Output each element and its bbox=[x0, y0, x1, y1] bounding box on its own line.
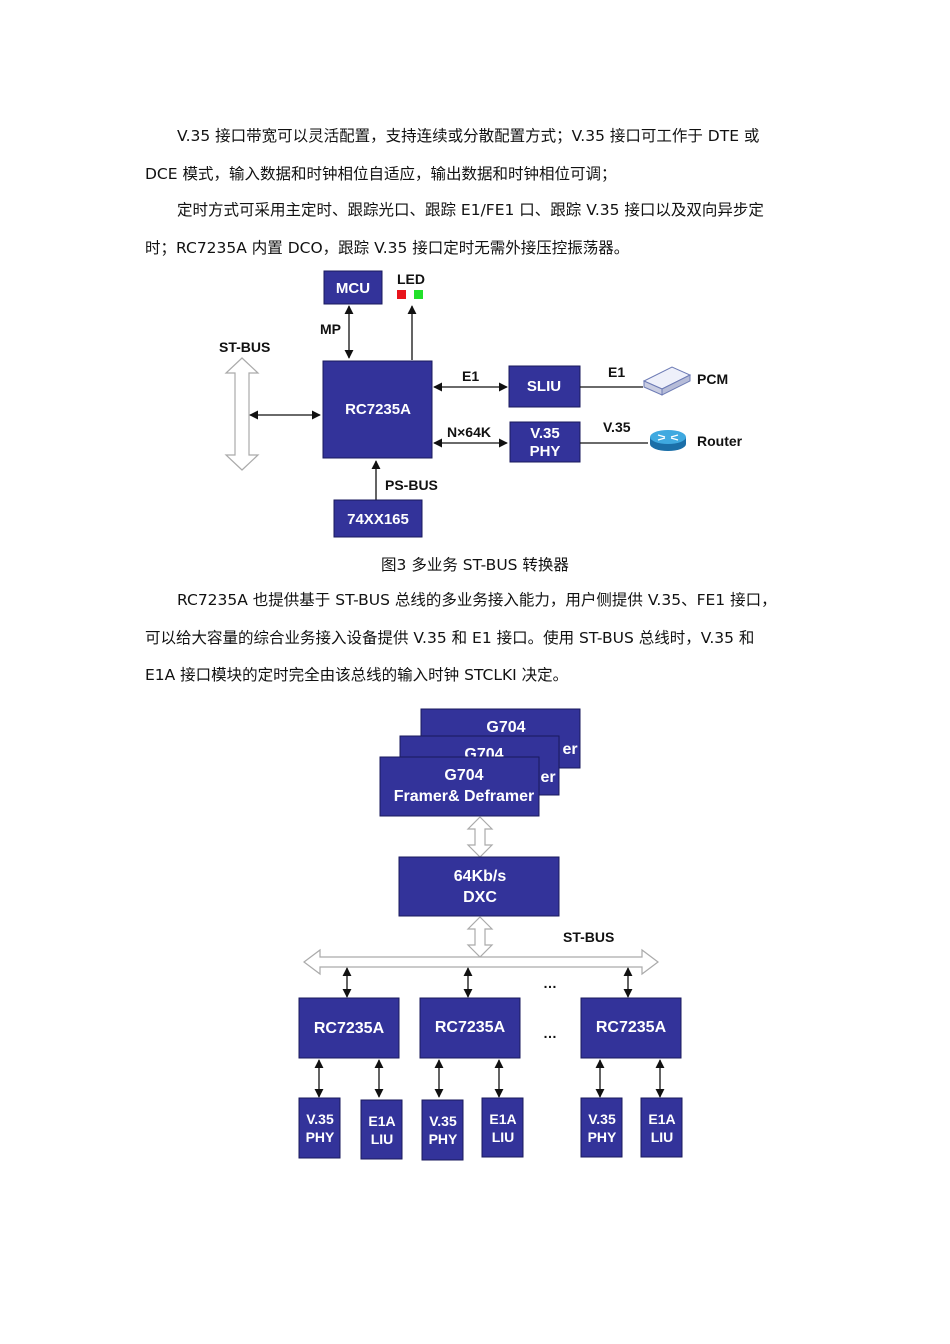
mcu-block bbox=[323, 270, 383, 305]
stbus-bus-label: ST-BUS bbox=[563, 929, 614, 945]
led-label: LED bbox=[397, 271, 425, 287]
paragraph-line: 定时方式可采用主定时、跟踪光口、跟踪 E1/FE1 口、跟踪 V.35 接口以及… bbox=[177, 201, 764, 219]
74xx165-label: 74XX165 bbox=[347, 511, 409, 528]
router-label: Router bbox=[697, 433, 743, 449]
figure-4-diagram: G704 er G704 er G704 Framer& Deframer 64… bbox=[298, 708, 683, 1161]
unit-2-v35-phy-block bbox=[421, 1099, 464, 1161]
unit-3-liu-label-2: LIU bbox=[651, 1129, 674, 1145]
core-label: RC7235A bbox=[345, 401, 411, 418]
psbus-label: PS-BUS bbox=[385, 477, 438, 493]
paragraph-line: 时；RC7235A 内置 DCO，跟踪 V.35 接口定时无需外接压控振荡器。 bbox=[145, 238, 630, 257]
unit-1-chip-block bbox=[298, 997, 400, 1059]
unit-3-phy-label-2: PHY bbox=[588, 1129, 617, 1145]
unit-2-phy-label-2: PHY bbox=[429, 1131, 458, 1147]
unit-1-phy-label-2: PHY bbox=[306, 1129, 335, 1145]
led-green-icon bbox=[414, 290, 423, 299]
g704-back-tail: er bbox=[562, 741, 577, 758]
pcm-label: PCM bbox=[697, 371, 728, 387]
g704-front-label-2: Framer& Deframer bbox=[394, 788, 535, 805]
e1-out-label: E1 bbox=[608, 364, 625, 380]
dxc-label-1: 64Kb/s bbox=[454, 868, 507, 885]
unit-1-e1a-liu-block bbox=[360, 1099, 403, 1160]
g704-dxc-hollow-arrow bbox=[466, 816, 494, 858]
dxc-bus-hollow-arrow bbox=[466, 916, 494, 958]
unit-3-chip-block bbox=[580, 997, 682, 1059]
paragraph-line: DCE 模式，输入数据和时钟相位自适应，输出数据和时钟相位可调； bbox=[145, 164, 617, 183]
unit-3-e1a-liu-block bbox=[640, 1097, 683, 1158]
figure-3-caption: 图3 多业务 ST-BUS 转换器 bbox=[381, 556, 569, 574]
unit-1-liu-label-1: E1A bbox=[368, 1113, 395, 1129]
stbus-label: ST-BUS bbox=[219, 339, 270, 355]
v35-phy-label-1: V.35 bbox=[530, 425, 559, 442]
unit-2-liu-label-2: LIU bbox=[492, 1129, 515, 1145]
unit-3-v35-phy-block bbox=[580, 1097, 623, 1158]
v35-phy-label-2: PHY bbox=[530, 443, 561, 460]
unit-3-liu-label-1: E1A bbox=[648, 1111, 675, 1127]
ellipsis-middle: … bbox=[543, 1025, 557, 1041]
74xx165-block bbox=[333, 499, 423, 538]
pcm-device-icon bbox=[642, 366, 692, 396]
nx64k-label: N×64K bbox=[447, 424, 491, 440]
ellipsis-top: … bbox=[543, 975, 557, 991]
g704-middle-tail: er bbox=[540, 769, 555, 786]
led-red-icon bbox=[397, 290, 406, 299]
paragraph-v35-config: V.35 接口带宽可以灵活配置，支持连续或分散配置方式；V.35 接口可工作于 … bbox=[145, 118, 810, 193]
router-icon bbox=[650, 430, 686, 451]
unit-2-liu-label-1: E1A bbox=[489, 1111, 516, 1127]
paragraph-stbus-access: RC7235A 也提供基于 ST-BUS 总线的多业务接入能力，用户侧提供 V.… bbox=[145, 582, 810, 695]
mp-label: MP bbox=[320, 321, 341, 337]
unit-1-chip-label: RC7235A bbox=[314, 1020, 385, 1037]
g704-back-label: G704 bbox=[486, 719, 525, 736]
unit-3-chip-label: RC7235A bbox=[596, 1019, 667, 1036]
paragraph-timing: 定时方式可采用主定时、跟踪光口、跟踪 E1/FE1 口、跟踪 V.35 接口以及… bbox=[145, 192, 810, 267]
unit-1-v35-phy-block bbox=[298, 1097, 341, 1159]
dxc-label-2: DXC bbox=[463, 889, 497, 906]
v35-phy-block bbox=[509, 421, 581, 463]
stbus-hollow-bus bbox=[303, 948, 659, 976]
sliu-label: SLIU bbox=[527, 378, 561, 395]
g704-block-front bbox=[379, 756, 540, 817]
dxc-block bbox=[398, 856, 560, 917]
unit-2-e1a-liu-block bbox=[481, 1097, 524, 1158]
unit-3-phy-label-1: V.35 bbox=[588, 1111, 616, 1127]
g704-front-label-1: G704 bbox=[444, 767, 483, 784]
e1-link-label: E1 bbox=[462, 368, 479, 384]
v35-out-label: V.35 bbox=[603, 419, 631, 435]
paragraph-line: E1A 接口模块的定时完全由该总线的输入时钟 STCLKI 决定。 bbox=[145, 666, 569, 684]
rc7235a-core-block bbox=[322, 360, 433, 459]
paragraph-line: RC7235A 也提供基于 ST-BUS 总线的多业务接入能力，用户侧提供 V.… bbox=[177, 591, 777, 609]
unit-2-phy-label-1: V.35 bbox=[429, 1113, 457, 1129]
paragraph-line: V.35 接口带宽可以灵活配置，支持连续或分散配置方式；V.35 接口可工作于 … bbox=[177, 127, 760, 145]
paragraph-line: 可以给大容量的综合业务接入设备提供 V.35 和 E1 接口。使用 ST-BUS… bbox=[145, 628, 755, 647]
stbus-hollow-arrow bbox=[224, 357, 260, 471]
unit-2-chip-block bbox=[419, 997, 521, 1059]
unit-2-chip-label: RC7235A bbox=[435, 1019, 506, 1036]
unit-1-phy-label-1: V.35 bbox=[306, 1111, 334, 1127]
mcu-label: MCU bbox=[336, 280, 370, 297]
unit-1-liu-label-2: LIU bbox=[371, 1131, 394, 1147]
